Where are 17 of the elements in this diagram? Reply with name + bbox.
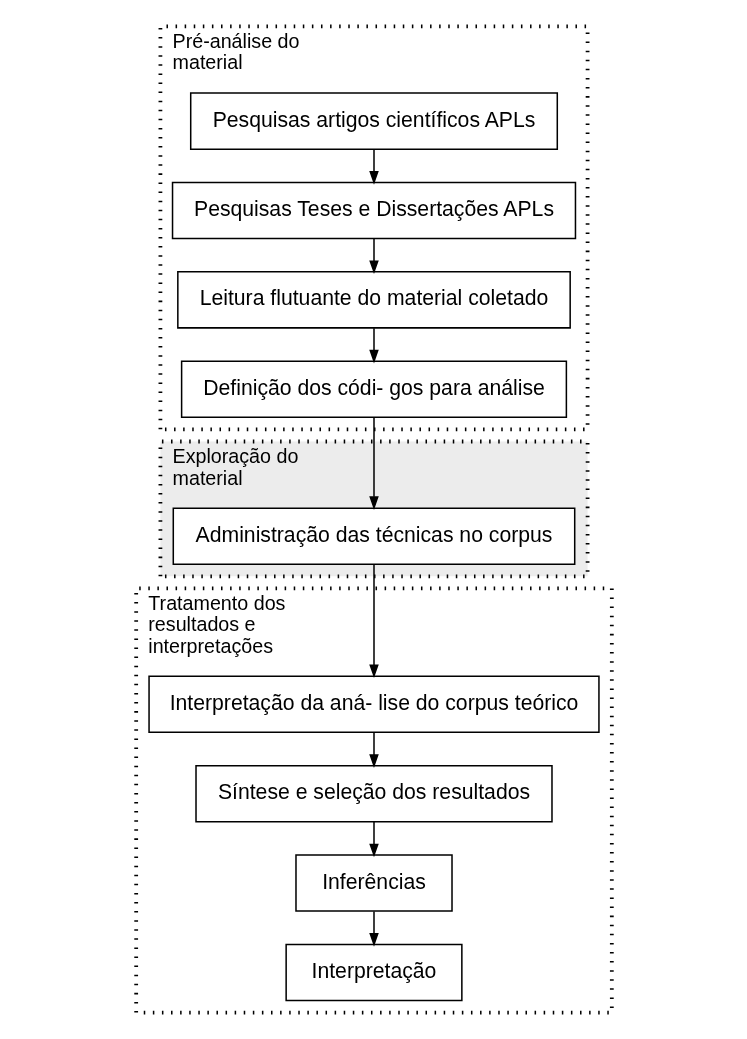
node-box: Interpretação da aná- lise do corpus teórico [147, 675, 600, 734]
arrow [368, 821, 379, 858]
arrow [368, 731, 379, 768]
arrow [368, 417, 379, 510]
arrow [368, 148, 379, 185]
node-box: Inferências [294, 854, 453, 912]
node-box: Síntese e seleção dos resultados [194, 764, 553, 823]
node-box: Leitura flutuante do material coletado [176, 271, 571, 329]
node-box: Pesquisas Teses e Dissertações APLs [171, 181, 576, 240]
node-box: Administração das técnicas no corpus [172, 507, 575, 565]
arrow [368, 327, 379, 364]
arrow [368, 563, 379, 679]
node-box: Definição dos códi- gos para análise [180, 360, 567, 418]
arrow [368, 238, 379, 275]
arrow [368, 910, 379, 947]
node-box: Pesquisas artigos científicos APLs [189, 92, 558, 150]
node-box: Interpretação [284, 943, 463, 1002]
